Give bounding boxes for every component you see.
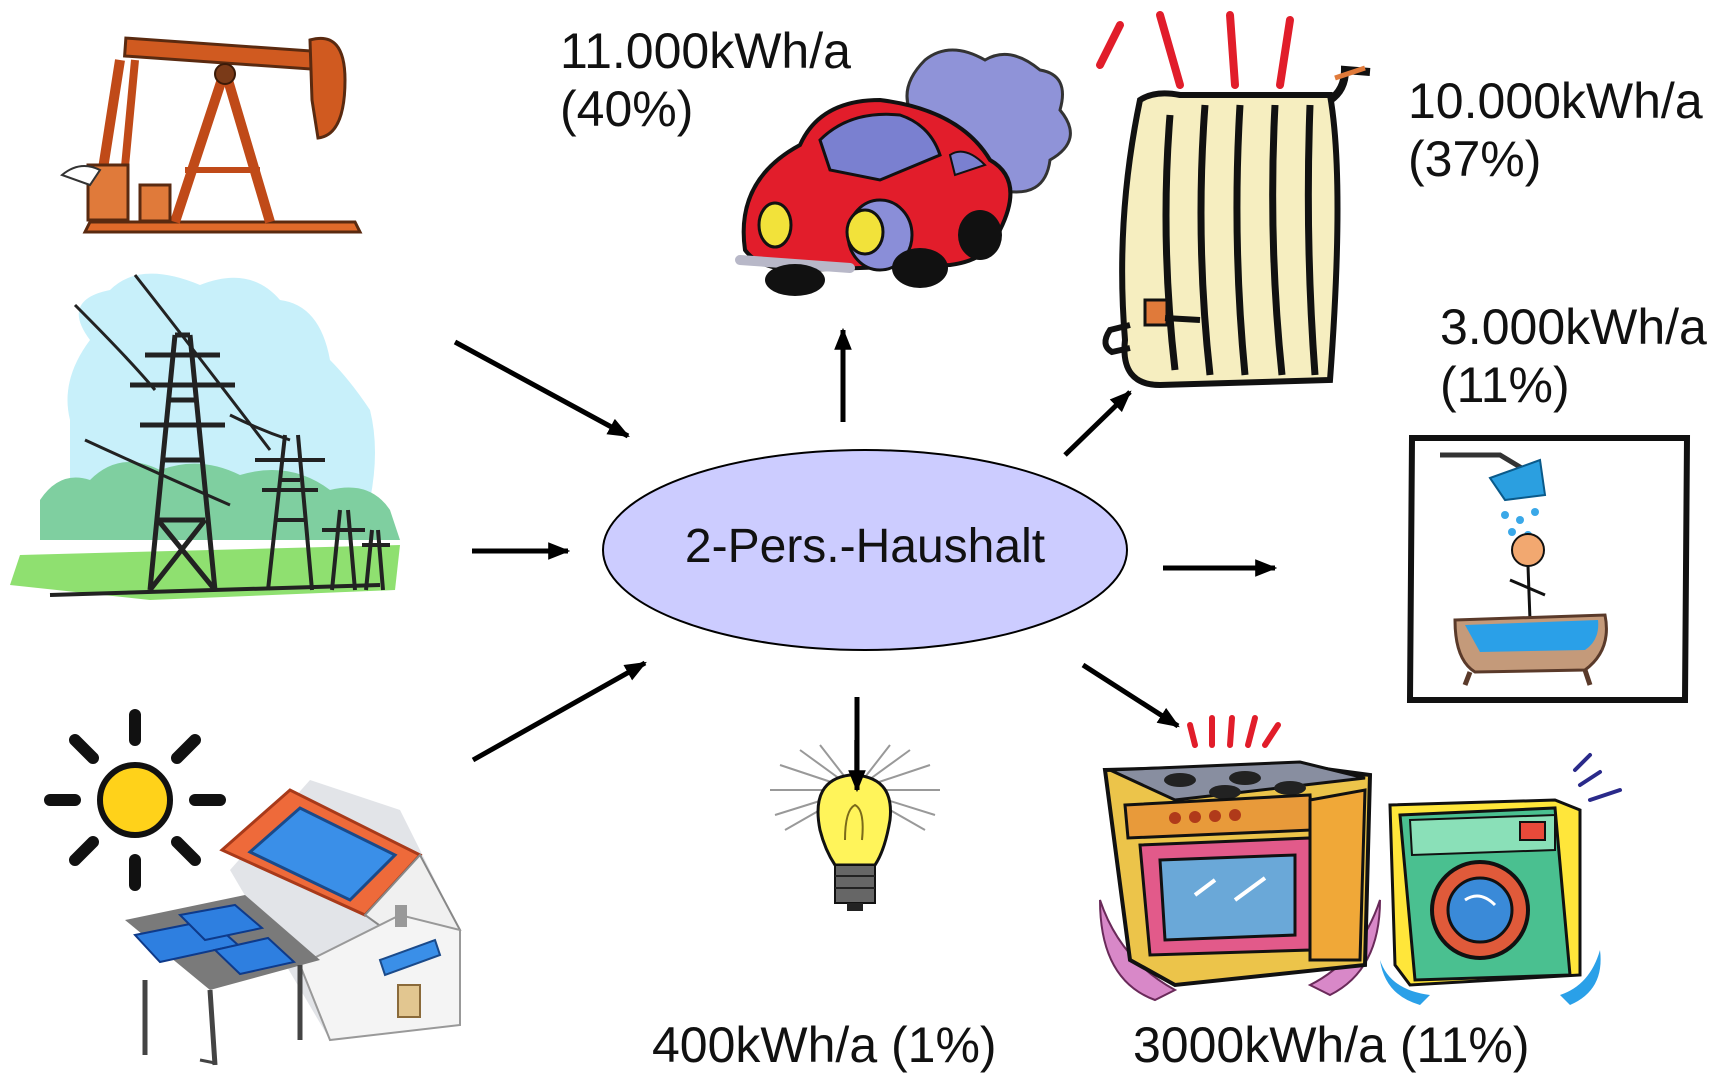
flow-arrows bbox=[453, 327, 1278, 793]
arrow-solar-to-household bbox=[471, 660, 647, 763]
arrow-oil-to-household bbox=[453, 339, 630, 439]
bathtub-shower-icon bbox=[1406, 435, 1691, 703]
hot-water-kwh: 3.000kWh/a bbox=[1440, 299, 1707, 355]
car-icon bbox=[735, 48, 1072, 296]
arrow-household-to-radiator bbox=[1063, 390, 1132, 457]
mobility-energy-label: 11.000kWh/a (40%) bbox=[560, 22, 851, 138]
household-ellipse bbox=[602, 449, 1128, 651]
lighting-energy-label: 400kWh/a (1%) bbox=[652, 1016, 997, 1074]
radiator-icon bbox=[1096, 11, 1371, 389]
mobility-kwh: 11.000kWh/a bbox=[560, 23, 851, 79]
sun-solar-house-icon bbox=[44, 709, 462, 1066]
heating-energy-label: 10.000kWh/a (37%) bbox=[1408, 72, 1703, 188]
hot-water-percent: (11%) bbox=[1440, 357, 1570, 413]
heating-kwh: 10.000kWh/a bbox=[1408, 73, 1703, 129]
stove-washing-machine-icon bbox=[1099, 715, 1622, 1005]
lighting-kwh: 400kWh/a (1%) bbox=[652, 1017, 997, 1073]
light-bulb-icon bbox=[770, 740, 940, 911]
appliances-kwh: 3000kWh/a (11%) bbox=[1133, 1017, 1530, 1073]
power-lines-icon bbox=[10, 273, 400, 600]
arrow-household-to-appliances bbox=[1081, 662, 1180, 729]
household-label: 2-Pers.-Haushalt bbox=[684, 520, 1046, 573]
hot-water-energy-label: 3.000kWh/a (11%) bbox=[1440, 298, 1707, 414]
appliances-energy-label: 3000kWh/a (11%) bbox=[1133, 1016, 1529, 1074]
oil-pump-jack-icon bbox=[60, 36, 363, 234]
heating-percent: (37%) bbox=[1408, 131, 1542, 187]
mobility-percent: (40%) bbox=[560, 81, 694, 137]
